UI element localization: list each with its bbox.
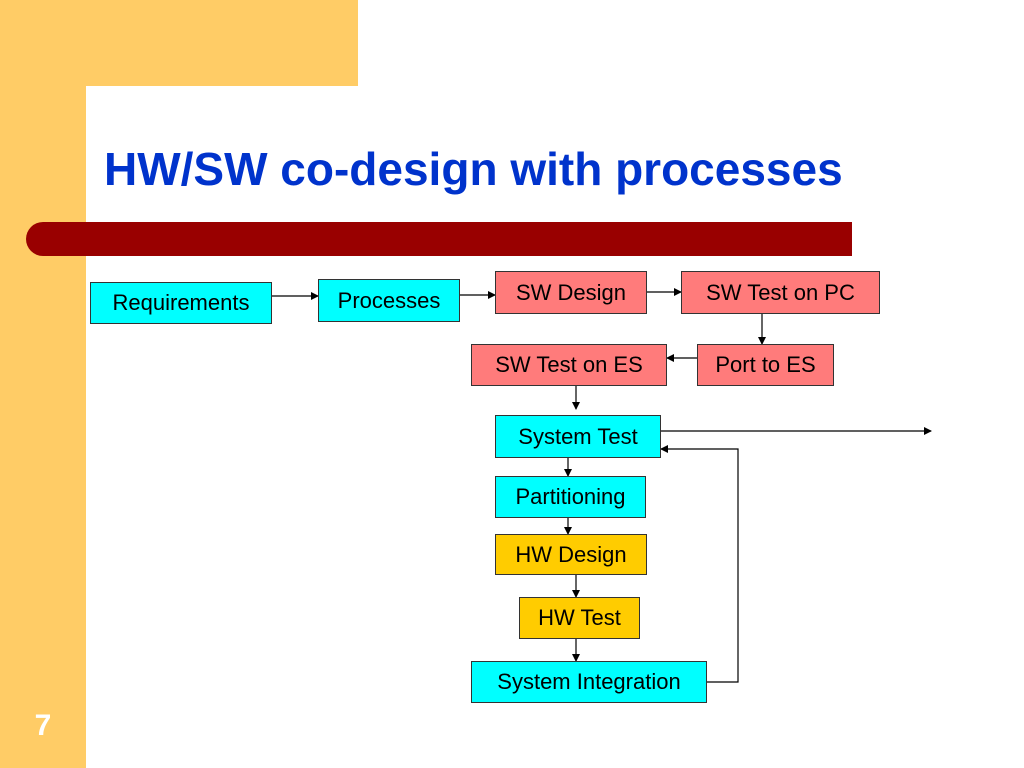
node-port-to-es: Port to ES [697, 344, 834, 386]
top-decor-band [0, 0, 358, 86]
node-sw-test-on-es: SW Test on ES [471, 344, 667, 386]
left-decor-band [0, 0, 86, 768]
node-system-test: System Test [495, 415, 661, 458]
arrow-system-integration-feedback [660, 445, 739, 683]
title-accent-bar [26, 222, 852, 256]
node-hw-test: HW Test [519, 597, 640, 639]
node-sw-test-on-pc: SW Test on PC [681, 271, 880, 314]
node-hw-design: HW Design [495, 534, 647, 575]
node-sw-design: SW Design [495, 271, 647, 314]
node-requirements: Requirements [90, 282, 272, 324]
node-processes: Processes [318, 279, 460, 322]
slide-title: HW/SW co-design with processes [104, 143, 843, 195]
node-partitioning: Partitioning [495, 476, 646, 518]
slide-number: 7 [34, 709, 52, 742]
node-system-integration: System Integration [471, 661, 707, 703]
